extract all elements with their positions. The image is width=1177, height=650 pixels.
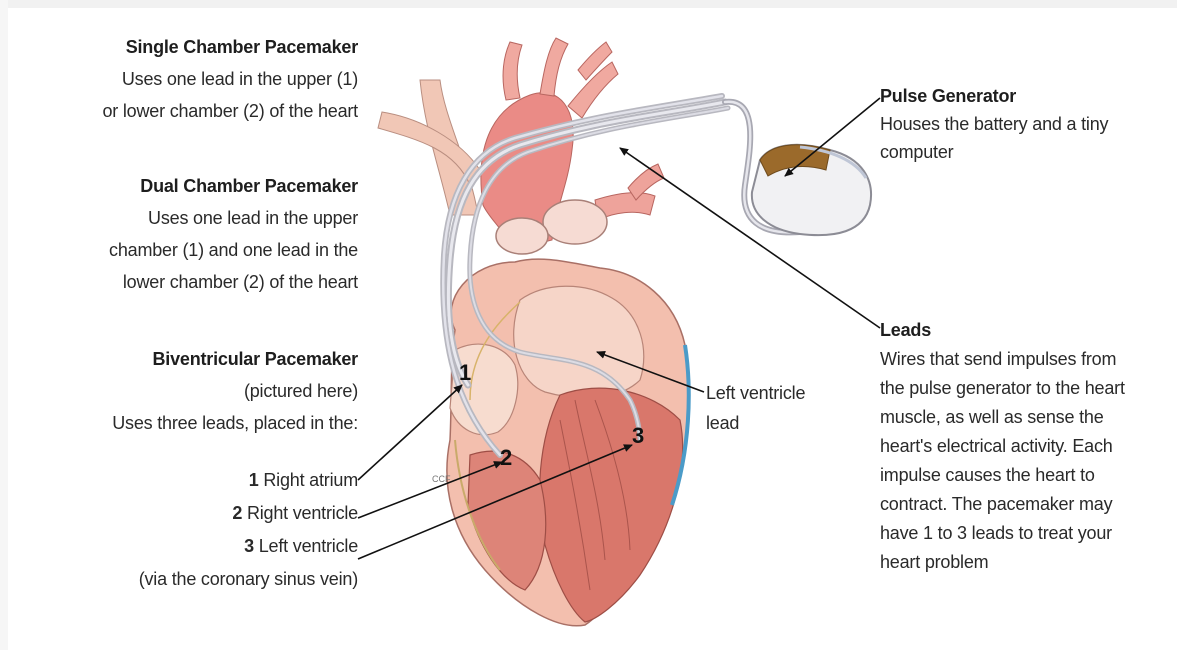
dual-chamber-block: Dual Chamber Pacemaker Uses one lead in …: [10, 170, 358, 298]
pulse-generator-device: [752, 145, 871, 235]
biventricular-block: Biventricular Pacemaker (pictured here) …: [10, 343, 358, 439]
list-item-right-atrium: 1 Right atrium: [10, 464, 358, 497]
list-item-left-ventricle: 3 Left ventricle: [10, 530, 358, 563]
leads-line: impulse causes the heart to: [880, 461, 1170, 490]
badge-3: 3: [632, 423, 644, 448]
list-item-right-ventricle: 2 Right ventricle: [10, 497, 358, 530]
coronary-sinus-note: (via the coronary sinus vein): [10, 563, 358, 596]
pulse-generator-line-1: Houses the battery and a tiny: [880, 110, 1170, 138]
single-chamber-line-1: Uses one lead in the upper (1): [10, 63, 358, 95]
single-chamber-line-2: or lower chamber (2) of the heart: [10, 95, 358, 127]
leads-title: Leads: [880, 316, 1170, 345]
item-label: Right atrium: [263, 470, 358, 490]
item-number: 2: [232, 503, 242, 523]
leads-line: Wires that send impulses from: [880, 345, 1170, 374]
biventricular-line-1: (pictured here): [10, 375, 358, 407]
single-chamber-title: Single Chamber Pacemaker: [10, 31, 358, 63]
biventricular-title: Biventricular Pacemaker: [10, 343, 358, 375]
item-number: 1: [249, 470, 259, 490]
dual-chamber-line-1: Uses one lead in the upper: [10, 202, 358, 234]
item-label: Right ventricle: [247, 503, 358, 523]
leads-line: contract. The pacemaker may: [880, 490, 1170, 519]
dual-chamber-line-2: chamber (1) and one lead in the: [10, 234, 358, 266]
pulse-generator-block: Pulse Generator Houses the battery and a…: [880, 82, 1170, 166]
badge-1: 1: [459, 360, 471, 385]
dual-chamber-line-3: lower chamber (2) of the heart: [10, 266, 358, 298]
leads-line: muscle, as well as sense the: [880, 403, 1170, 432]
leads-line: the pulse generator to the heart: [880, 374, 1170, 403]
item-number: 3: [244, 536, 254, 556]
dual-chamber-title: Dual Chamber Pacemaker: [10, 170, 358, 202]
badge-2: 2: [500, 445, 512, 470]
heart-body: [447, 259, 690, 626]
leads-line: heart's electrical activity. Each: [880, 432, 1170, 461]
lv-lead-label: Left ventricle lead: [706, 378, 846, 438]
leads-line: heart problem: [880, 548, 1170, 577]
leads-block: Leads Wires that send impulses from the …: [880, 316, 1170, 577]
biventricular-line-2: Uses three leads, placed in the:: [10, 407, 358, 439]
lv-lead-line-2: lead: [706, 408, 846, 438]
pulse-generator-title: Pulse Generator: [880, 82, 1170, 110]
leads-line: have 1 to 3 leads to treat your: [880, 519, 1170, 548]
single-chamber-block: Single Chamber Pacemaker Uses one lead i…: [10, 31, 358, 127]
lv-lead-line-1: Left ventricle: [706, 378, 846, 408]
lead-placement-list: 1 Right atrium 2 Right ventricle 3 Left …: [10, 464, 358, 596]
pulse-generator-line-2: computer: [880, 138, 1170, 166]
item-label: Left ventricle: [259, 536, 358, 556]
